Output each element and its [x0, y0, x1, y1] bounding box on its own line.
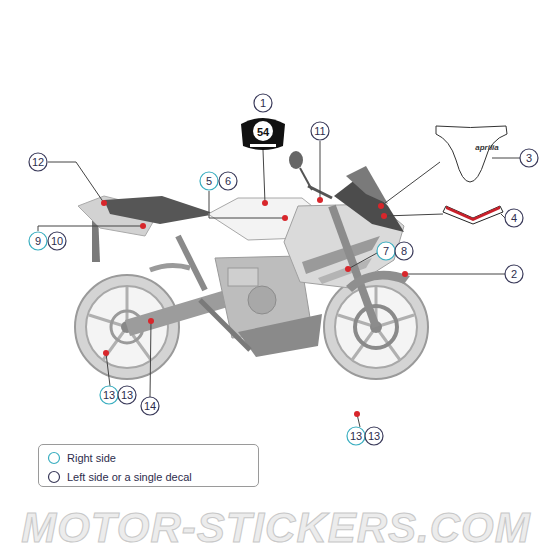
- legend-entry: Right side: [47, 450, 116, 466]
- legend-text: Right side: [67, 452, 116, 464]
- callout-circle: 10: [47, 231, 67, 251]
- seat: [104, 196, 216, 224]
- callout-number: 8: [394, 241, 414, 261]
- leader-lines: [38, 141, 520, 427]
- decal-chevron: [443, 206, 503, 224]
- belly-pan: [238, 314, 322, 357]
- callout-number: 13: [364, 426, 384, 446]
- rear-wheel: [75, 275, 179, 379]
- decal-badge: [241, 118, 285, 150]
- callout-number: 2: [504, 264, 524, 284]
- callout-circle: 13: [364, 426, 384, 446]
- shock: [178, 236, 205, 290]
- callout-number: 10: [47, 231, 67, 251]
- callout-number: 13: [346, 426, 366, 446]
- callout-circle: 13: [99, 385, 119, 405]
- legend-sample: [47, 470, 61, 484]
- legend-box: Right sideLeft side or a single decal: [38, 444, 259, 487]
- callout-circle: 1: [253, 93, 273, 113]
- legend-text: Left side or a single decal: [67, 471, 192, 483]
- callout-number: 9: [28, 231, 48, 251]
- fork: [332, 206, 376, 327]
- callout-number: 13: [99, 385, 119, 405]
- callout-circle: 12: [28, 152, 48, 172]
- callout-circle: 6: [218, 171, 238, 191]
- decal-number: 54: [257, 127, 269, 138]
- watermark: MOTOR-STICKERS.COM: [21, 507, 531, 549]
- callout-circle: 13: [117, 385, 137, 405]
- callout-number: 3: [519, 148, 539, 168]
- brand-text: aprilia: [475, 144, 499, 152]
- callout-circle: 5: [199, 171, 219, 191]
- callout-circle: 14: [140, 396, 160, 416]
- callout-number: 5: [199, 171, 219, 191]
- callout-circle: 8: [394, 241, 414, 261]
- callout-number: 4: [504, 208, 524, 228]
- decal-front: [436, 126, 507, 182]
- callout-number: 6: [218, 171, 238, 191]
- callout-circle: 2: [504, 264, 524, 284]
- front-fender: [346, 271, 410, 292]
- swingarm: [125, 288, 238, 336]
- callout-number: 12: [28, 152, 48, 172]
- callout-circle: 9: [28, 231, 48, 251]
- callout-number: 14: [140, 396, 160, 416]
- callout-number: 1: [253, 93, 273, 113]
- callout-circle: 7: [376, 241, 396, 261]
- legend-entry: Left side or a single decal: [47, 469, 192, 485]
- callout-number: 7: [376, 241, 396, 261]
- legend-sample: [47, 451, 61, 465]
- callout-number: 11: [310, 121, 330, 141]
- windscreen: [346, 166, 388, 204]
- callout-circle: 11: [310, 121, 330, 141]
- callout-circle: 13: [346, 426, 366, 446]
- callout-circle: 4: [504, 208, 524, 228]
- callout-circle: 3: [519, 148, 539, 168]
- marker-dots: [101, 197, 408, 417]
- callout-number: 13: [117, 385, 137, 405]
